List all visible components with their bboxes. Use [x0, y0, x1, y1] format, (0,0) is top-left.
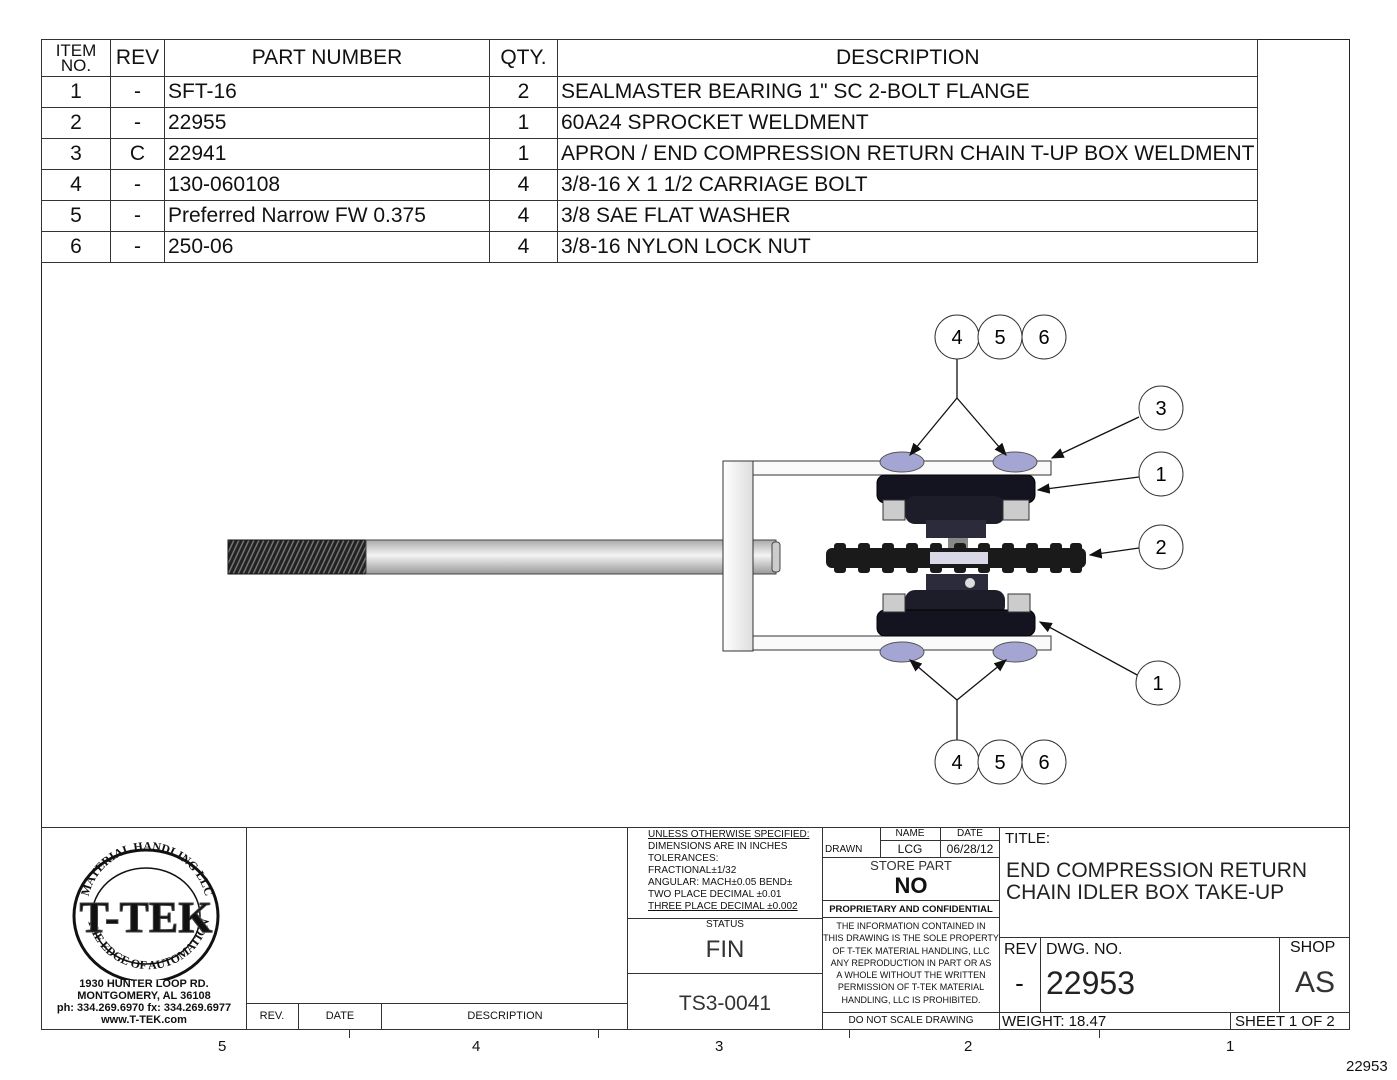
zone-label: 2: [964, 1038, 973, 1055]
table-row: 6 - 250-06 4 3/8-16 NYLON LOCK NUT: [41, 231, 1259, 263]
drawn-name: LCG: [897, 842, 923, 856]
bom-header-part-number: PART NUMBER: [164, 39, 490, 77]
sprocket: [826, 543, 1086, 573]
title-label: TITLE:: [1005, 830, 1051, 847]
zone-label: 4: [472, 1038, 481, 1055]
bom-part: 22955: [164, 107, 490, 139]
status-code: TS3-0041: [678, 992, 772, 1015]
bom-rev: -: [110, 169, 165, 201]
rev-value: -: [1015, 968, 1024, 998]
threaded-rod: [227, 539, 781, 575]
svg-text:1: 1: [1152, 673, 1163, 695]
balloon-5-top: 5: [977, 314, 1023, 360]
bom-desc: SEALMASTER BEARING 1" SC 2-BOLT FLANGE: [556, 76, 1259, 108]
bom-rev: -: [110, 231, 165, 263]
title-cell: [999, 827, 1350, 1030]
revision-rev-label: REV.: [259, 1010, 285, 1022]
zone-label: 1: [1226, 1038, 1235, 1055]
bom-part: 22941: [164, 138, 490, 170]
revision-date-label: DATE: [325, 1010, 355, 1022]
balloon-1-bottom: 1: [1135, 660, 1181, 706]
t-tek-logo: MATERIAL HANDLING LLC THE EDGE OF AUTOMA…: [72, 839, 220, 980]
revision-block: [246, 827, 628, 1030]
balloon-2: 2: [1138, 524, 1184, 570]
bom-item: 3: [41, 138, 111, 170]
balloon-6-bottom: 6: [1021, 739, 1067, 785]
store-part-label: STORE PART: [870, 858, 952, 873]
bom-qty: 1: [489, 138, 558, 170]
table-row: 2 - 22955 1 60A24 SPROCKET WELDMENT: [41, 107, 1259, 139]
bom-part: 250-06: [164, 231, 490, 263]
tolerance-notes: UNLESS OTHERWISE SPECIFIED: DIMENSIONS A…: [648, 829, 810, 912]
balloon-6-top: 6: [1021, 314, 1067, 360]
assembly-drawing: 4 5 6 3 1 2 1 4 5 6: [227, 314, 1184, 785]
revision-description-label: DESCRIPTION: [467, 1010, 543, 1022]
bom-rev: -: [110, 76, 165, 108]
rev-label: REV: [1004, 941, 1037, 958]
name-label: NAME: [895, 828, 925, 839]
bom-qty: 2: [489, 76, 558, 108]
bom-part: SFT-16: [164, 76, 490, 108]
shop-label: SHOP: [1290, 939, 1336, 956]
bom-rev: C: [110, 138, 165, 170]
drawing-title: END COMPRESSION RETURN CHAIN IDLER BOX T…: [1006, 859, 1308, 904]
bom-qty: 4: [489, 169, 558, 201]
status-value: FIN: [705, 936, 745, 963]
company-address: 1930 HUNTER LOOP RD. MONTGOMERY, AL 3610…: [56, 978, 232, 1026]
table-row: 1 - SFT-16 2 SEALMASTER BEARING 1" SC 2-…: [41, 76, 1259, 108]
drawing-number: 22953: [1046, 965, 1135, 1001]
status-label: STATUS: [706, 919, 744, 930]
balloon-4-bottom: 4: [934, 739, 980, 785]
drawn-date: 06/28/12: [946, 842, 994, 856]
proprietary-title: PROPRIETARY AND CONFIDENTIAL: [829, 904, 993, 915]
do-not-scale-note: DO NOT SCALE DRAWING: [848, 1015, 974, 1026]
zone-label: 5: [218, 1038, 227, 1055]
svg-text:4: 4: [951, 327, 962, 349]
svg-text:5: 5: [994, 327, 1005, 349]
bottom-bearing: [876, 574, 1038, 663]
svg-text:T-TEK: T-TEK: [80, 893, 213, 942]
drawn-label: DRAWN: [825, 844, 863, 855]
svg-text:1: 1: [1155, 464, 1166, 486]
svg-text:3: 3: [1155, 398, 1166, 420]
bom-header-description: DESCRIPTION: [556, 39, 1259, 77]
bom-desc: 3/8 SAE FLAT WASHER: [556, 200, 1259, 232]
dwg-no-label: DWG. NO.: [1046, 941, 1123, 958]
store-part-value: NO: [894, 873, 928, 898]
bom-item: 4: [41, 169, 111, 201]
corner-drawing-number: 22953: [1346, 1058, 1388, 1075]
bom-desc: 3/8-16 NYLON LOCK NUT: [556, 231, 1259, 263]
bom-qty: 1: [489, 107, 558, 139]
company-logo-cell: MATERIAL HANDLING LLC THE EDGE OF AUTOMA…: [41, 827, 247, 1030]
svg-text:6: 6: [1038, 327, 1049, 349]
date-label: DATE: [957, 828, 983, 839]
bom-desc: APRON / END COMPRESSION RETURN CHAIN T-U…: [556, 138, 1259, 170]
table-row: 3 C 22941 1 APRON / END COMPRESSION RETU…: [41, 138, 1259, 170]
shop-value: AS: [1294, 966, 1336, 999]
item-balloons: 4 5 6 3 1 2 1 4 5 6: [934, 314, 1184, 785]
bom-header-rev: REV: [110, 39, 165, 77]
bom-desc: 60A24 SPROCKET WELDMENT: [556, 107, 1259, 139]
bill-of-materials-table: ITEM NO. REV PART NUMBER QTY. DESCRIPTIO…: [41, 39, 1259, 263]
bom-item: 5: [41, 200, 111, 232]
balloon-4-top: 4: [934, 314, 980, 360]
proprietary-notice: THE INFORMATION CONTAINED IN THIS DRAWIN…: [823, 921, 999, 1005]
balloon-1-top: 1: [1138, 451, 1184, 497]
svg-text:6: 6: [1038, 752, 1049, 774]
bom-item: 6: [41, 231, 111, 263]
svg-text:4: 4: [951, 752, 962, 774]
svg-text:2: 2: [1155, 537, 1166, 559]
svg-text:5: 5: [994, 752, 1005, 774]
bom-header-row: ITEM NO. REV PART NUMBER QTY. DESCRIPTIO…: [41, 39, 1259, 77]
bom-desc: 3/8-16 X 1 1/2 CARRIAGE BOLT: [556, 169, 1259, 201]
weight: WEIGHT: 18.47: [1002, 1013, 1107, 1030]
sheet-number: SHEET 1 OF 2: [1235, 1013, 1335, 1030]
balloon-5-bottom: 5: [977, 739, 1023, 785]
balloon-3: 3: [1138, 385, 1184, 431]
zone-label: 3: [715, 1038, 724, 1055]
leader-lines: [909, 358, 1140, 740]
table-row: 4 - 130-060108 4 3/8-16 X 1 1/2 CARRIAGE…: [41, 169, 1259, 201]
